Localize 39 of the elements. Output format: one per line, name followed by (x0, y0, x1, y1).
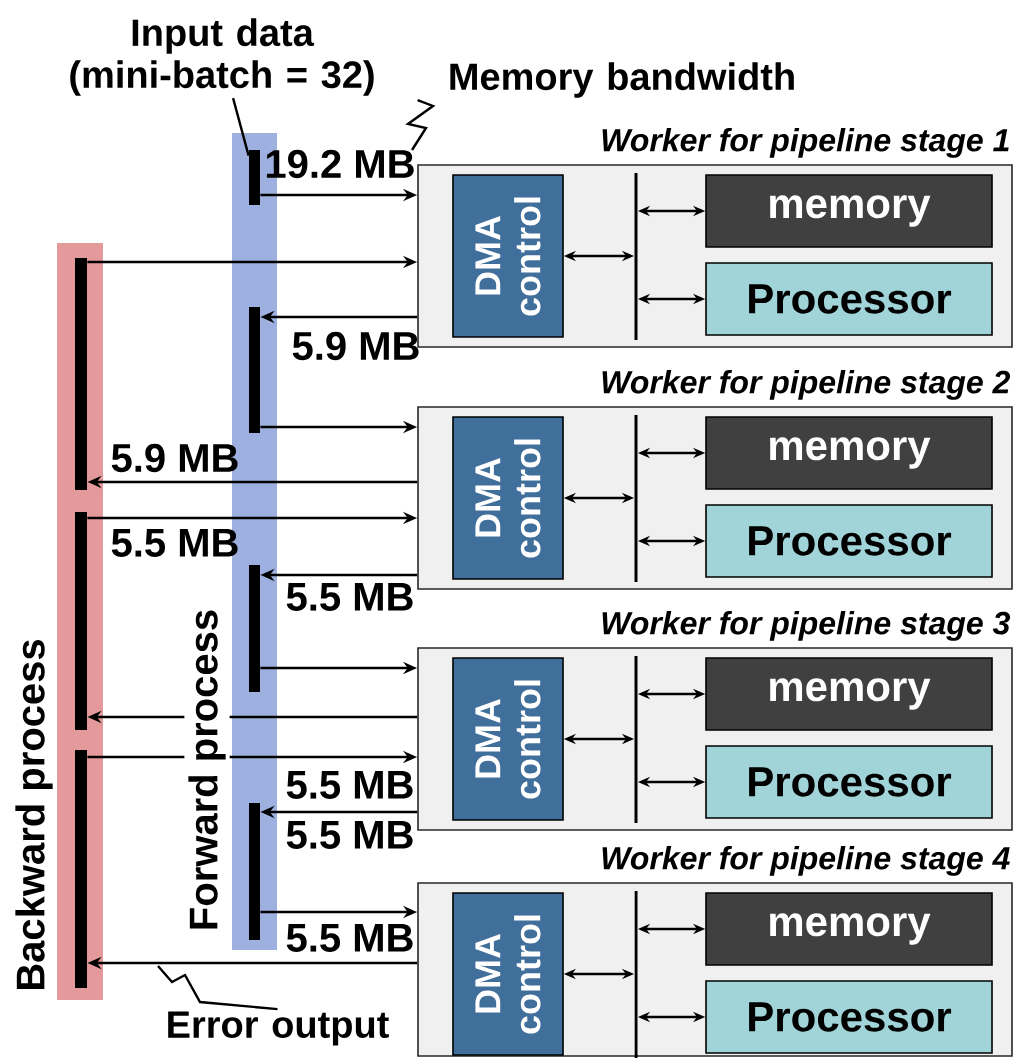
edge-label: 5.9 MB (111, 443, 238, 473)
processor-box: Processor (705, 262, 993, 336)
edge-label: 5.5 MB (286, 771, 413, 799)
edge-label: 5.9 MB (292, 331, 419, 361)
dma-control-box: DMA control (452, 416, 564, 580)
edge-label: 5.5 MB (286, 924, 413, 952)
callout-label: Memory bandwidth (450, 62, 794, 98)
memory-box: memory (705, 892, 993, 966)
node-label: Worker for pipeline stage 4 (602, 845, 1010, 876)
data-bar (249, 307, 260, 433)
dma-control-box: DMA control (452, 174, 564, 338)
data-bar (75, 512, 87, 730)
memory-box: memory (705, 416, 993, 490)
leader-line (405, 99, 436, 151)
data-bar (249, 565, 260, 692)
memory-box: memory (705, 657, 993, 731)
processor-box: Processor (705, 504, 993, 578)
leader-line (157, 965, 278, 1011)
band-label: Backward process (11, 634, 57, 996)
callout-label: Input data (mini-batch = 32) (70, 18, 374, 96)
processor-box: Processor (705, 980, 993, 1054)
dma-control-box: DMA control (452, 892, 564, 1056)
edge-label: 5.5 MB (111, 529, 238, 557)
callout-label: Error output (168, 1011, 389, 1046)
data-bar (249, 150, 260, 205)
dma-control-box: DMA control (452, 657, 564, 821)
data-bar (75, 258, 87, 490)
leader-line (231, 97, 250, 156)
edge-label: 5.5 MB (286, 583, 413, 611)
edge-label: 19.2 MB (266, 149, 414, 179)
memory-box: memory (705, 174, 993, 248)
edge-label: 5.5 MB (286, 821, 413, 849)
node-label: Worker for pipeline stage 3 (602, 610, 1011, 641)
node-label: Worker for pipeline stage 2 (602, 369, 1011, 400)
node-label: Worker for pipeline stage 1 (602, 127, 1009, 158)
data-bar (75, 750, 87, 988)
band-label: Forward process (184, 604, 230, 936)
processor-box: Processor (705, 745, 993, 819)
data-bar (249, 803, 260, 940)
